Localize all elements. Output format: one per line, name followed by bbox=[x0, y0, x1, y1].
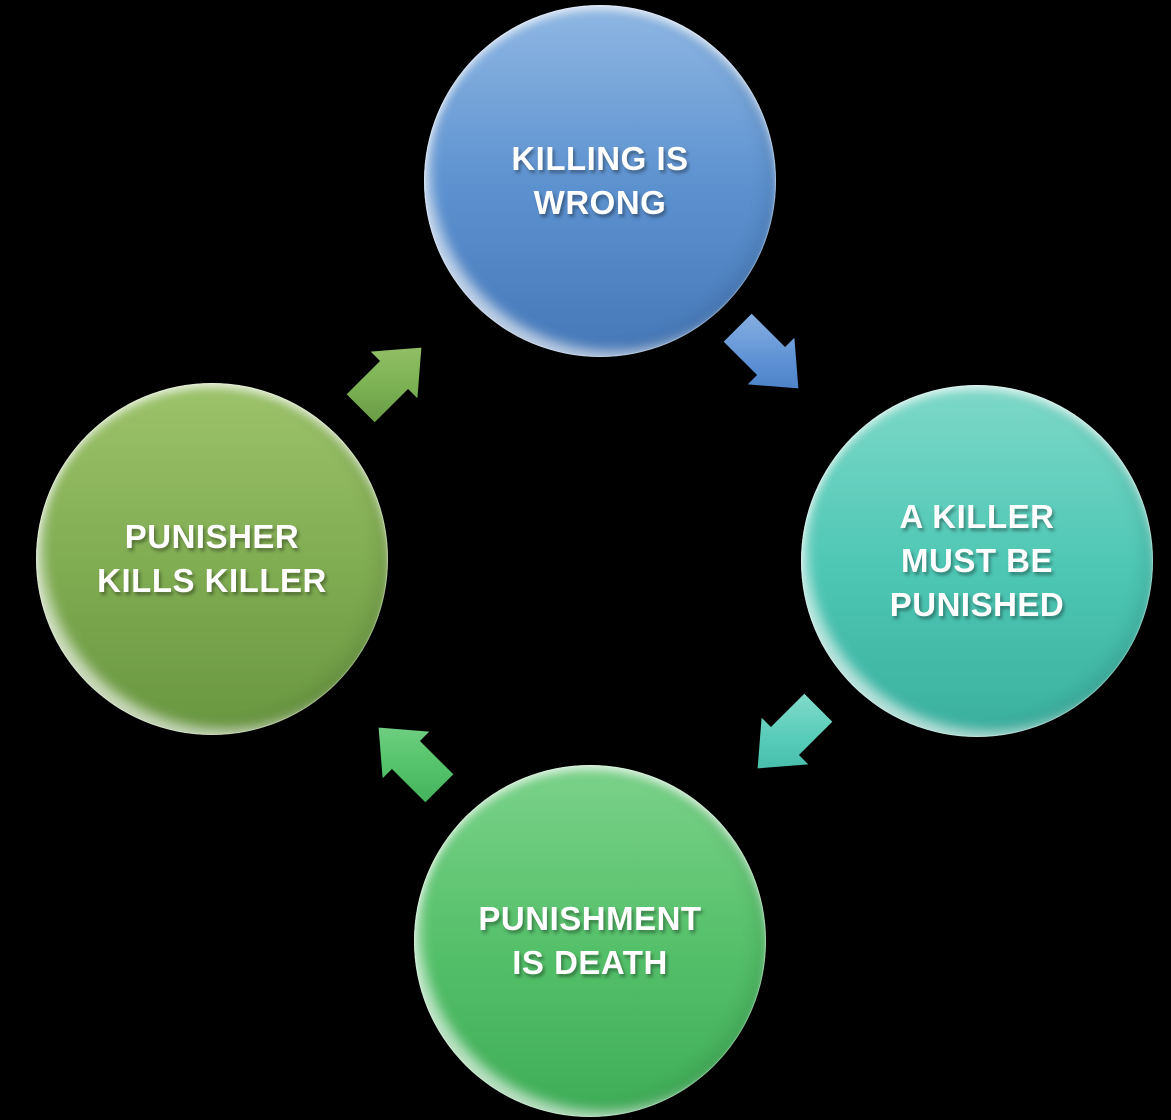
label-line: IS DEATH bbox=[512, 944, 668, 981]
label-line: WRONG bbox=[533, 184, 667, 221]
node-punisher-kills-killer: PUNISHER KILLS KILLER bbox=[36, 383, 388, 735]
cycle-arrow-up-left-icon bbox=[355, 704, 462, 811]
node-punishment-is-death: PUNISHMENT IS DEATH bbox=[414, 765, 766, 1117]
node-killing-is-wrong-label: KILLING IS WRONG bbox=[511, 137, 688, 225]
label-line: KILLS KILLER bbox=[97, 562, 327, 599]
node-a-killer-must-be-punished: A KILLER MUST BE PUNISHED bbox=[801, 385, 1153, 737]
cycle-arrow-down-left-icon bbox=[734, 684, 841, 791]
label-line: A KILLER bbox=[899, 497, 1055, 535]
node-punishment-is-death-label: PUNISHMENT IS DEATH bbox=[478, 897, 701, 985]
node-killing-is-wrong: KILLING IS WRONG bbox=[424, 5, 776, 357]
node-punisher-kills-killer-label: PUNISHER KILLS KILLER bbox=[97, 515, 327, 603]
cycle-arrow-up-right-icon bbox=[337, 324, 444, 431]
label-line: PUNISHED bbox=[889, 586, 1065, 624]
cycle-arrow-down-right-icon bbox=[714, 304, 821, 411]
label-line: PUNISHMENT bbox=[478, 899, 702, 937]
label-line: PUNISHER bbox=[124, 517, 300, 555]
label-line: KILLING IS bbox=[511, 139, 689, 177]
node-a-killer-must-be-punished-label: A KILLER MUST BE PUNISHED bbox=[890, 495, 1065, 628]
label-line: MUST BE bbox=[901, 541, 1053, 579]
